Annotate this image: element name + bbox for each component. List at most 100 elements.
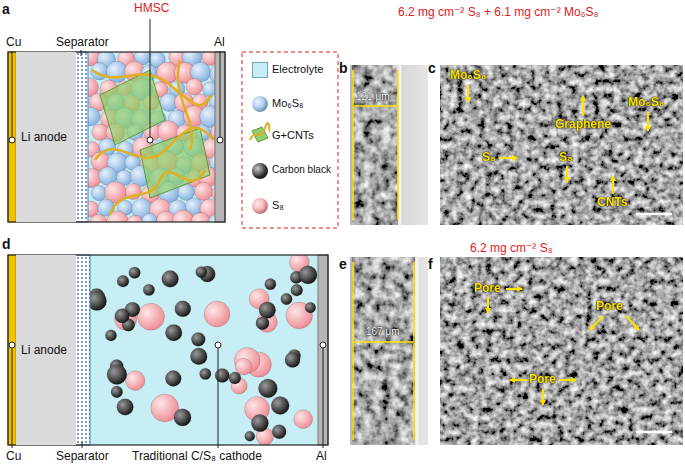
- separator: [75, 255, 90, 445]
- graphene-sheet: [100, 70, 165, 145]
- legend-swatch: [252, 96, 268, 112]
- callout-label: Mo₆S₈: [628, 96, 664, 110]
- mo6s8-particle: [127, 215, 144, 222]
- carbon-black: [165, 324, 182, 341]
- part-name: Separator: [56, 450, 109, 464]
- panel-letter: f: [428, 256, 433, 272]
- mo6s8-particle: [142, 213, 158, 222]
- cnt: [92, 70, 212, 105]
- s8-particle: [194, 182, 212, 200]
- pointer-arrows: [488, 289, 639, 405]
- part-name: Separator: [56, 36, 109, 50]
- part-name: Traditional C/S₈ cathode: [132, 450, 262, 464]
- particles: [90, 255, 317, 445]
- pointer-arrows: [468, 85, 648, 194]
- mo6s8-particle: [208, 214, 215, 222]
- dimension: 167 μm: [366, 326, 400, 338]
- legend-box: [242, 52, 338, 228]
- sem-image: [440, 65, 683, 225]
- separator: [75, 52, 88, 222]
- dimension: 121 μm: [356, 91, 390, 103]
- carbon-black: [117, 275, 129, 287]
- carbon-black: [281, 293, 292, 304]
- loading-note: 6.2 mg cm⁻² S₈ + 6.1 mg cm⁻² Mo₆S₈: [398, 6, 599, 20]
- carbon-black: [271, 397, 289, 415]
- cnt: [110, 170, 205, 215]
- panel-letter: a: [2, 1, 10, 17]
- thickness-bracket: [353, 70, 398, 220]
- legend-text: Mo₆S₈: [272, 97, 304, 110]
- film-edge: [416, 257, 419, 445]
- film-edge: [399, 65, 402, 225]
- callout-label: Mo₆S₈: [450, 69, 486, 83]
- legend-text: Electrolyte: [272, 63, 323, 76]
- carbon-black: [251, 415, 268, 432]
- carbon-black: [174, 409, 191, 426]
- sem-mount: [350, 257, 428, 445]
- region-label: Li anode: [16, 343, 67, 357]
- legend-text: G+CNTs: [272, 129, 314, 142]
- carbon-black: [259, 379, 278, 398]
- sem-image: [352, 65, 398, 225]
- sem-image: [440, 257, 683, 445]
- cnt: [178, 60, 192, 150]
- carbon-black: [107, 365, 127, 385]
- s8-particle: [125, 371, 145, 391]
- al-foil: [215, 52, 225, 222]
- callout-label: Pore: [474, 282, 501, 296]
- hmsc-cathode: [88, 52, 215, 222]
- legend-swatch: [252, 198, 268, 214]
- electrolyte: [88, 52, 215, 222]
- thickness-bracket: [353, 262, 414, 440]
- s8-particle: [186, 78, 203, 95]
- carbon-black: [305, 302, 316, 313]
- loading-note: 6.2 mg cm⁻² S₈: [470, 242, 553, 256]
- carbon-black: [162, 271, 179, 288]
- carbon-black: [175, 301, 191, 317]
- carbon-black: [196, 266, 207, 277]
- carbon-black: [291, 284, 303, 296]
- legend-text: S₈: [272, 199, 284, 212]
- carbon-black: [215, 368, 229, 382]
- part-name: Al: [214, 36, 225, 50]
- particles: [88, 52, 215, 222]
- carbon-black: [272, 425, 286, 439]
- carbon-black: [259, 302, 276, 319]
- carbon-black: [200, 368, 211, 379]
- cnt: [95, 128, 214, 160]
- s8-particle: [204, 301, 230, 327]
- part-name: Cu: [6, 36, 21, 50]
- carbon-black: [165, 371, 181, 387]
- s8-particle: [294, 410, 313, 429]
- cs8-cathode: [90, 255, 317, 445]
- panel-letter: d: [2, 236, 11, 252]
- sem-image: [352, 257, 415, 445]
- carbon-black: [299, 266, 317, 284]
- region-label: Li anode: [16, 130, 67, 144]
- carbon-black: [229, 372, 241, 384]
- carbon-black: [111, 386, 123, 398]
- s8-particle: [191, 212, 210, 222]
- carbon-black: [105, 330, 116, 341]
- cell-outline: [8, 52, 225, 222]
- carbon-black: [115, 309, 129, 323]
- panel-letter: b: [339, 60, 348, 76]
- electrolyte: [90, 255, 318, 445]
- gcnt-swatch: [250, 123, 270, 142]
- cell-outline: [8, 255, 328, 445]
- carbon-black: [256, 317, 269, 330]
- cathode-name: HMSC: [134, 2, 169, 16]
- s8-particle: [90, 214, 108, 222]
- carbon-black: [245, 431, 255, 441]
- mo6s8-particle: [88, 107, 100, 126]
- callout-label: S₈: [482, 151, 496, 165]
- carbon-black: [191, 332, 205, 346]
- carbon-black: [190, 348, 207, 365]
- part-name: Cu: [6, 450, 21, 464]
- anode-region: Li anode: [16, 255, 76, 445]
- sem-mount: [350, 65, 428, 225]
- carbon-black: [90, 291, 107, 310]
- scale-bar: [636, 213, 672, 216]
- legend-swatch: [252, 62, 268, 78]
- callout-label: Pore: [596, 300, 623, 314]
